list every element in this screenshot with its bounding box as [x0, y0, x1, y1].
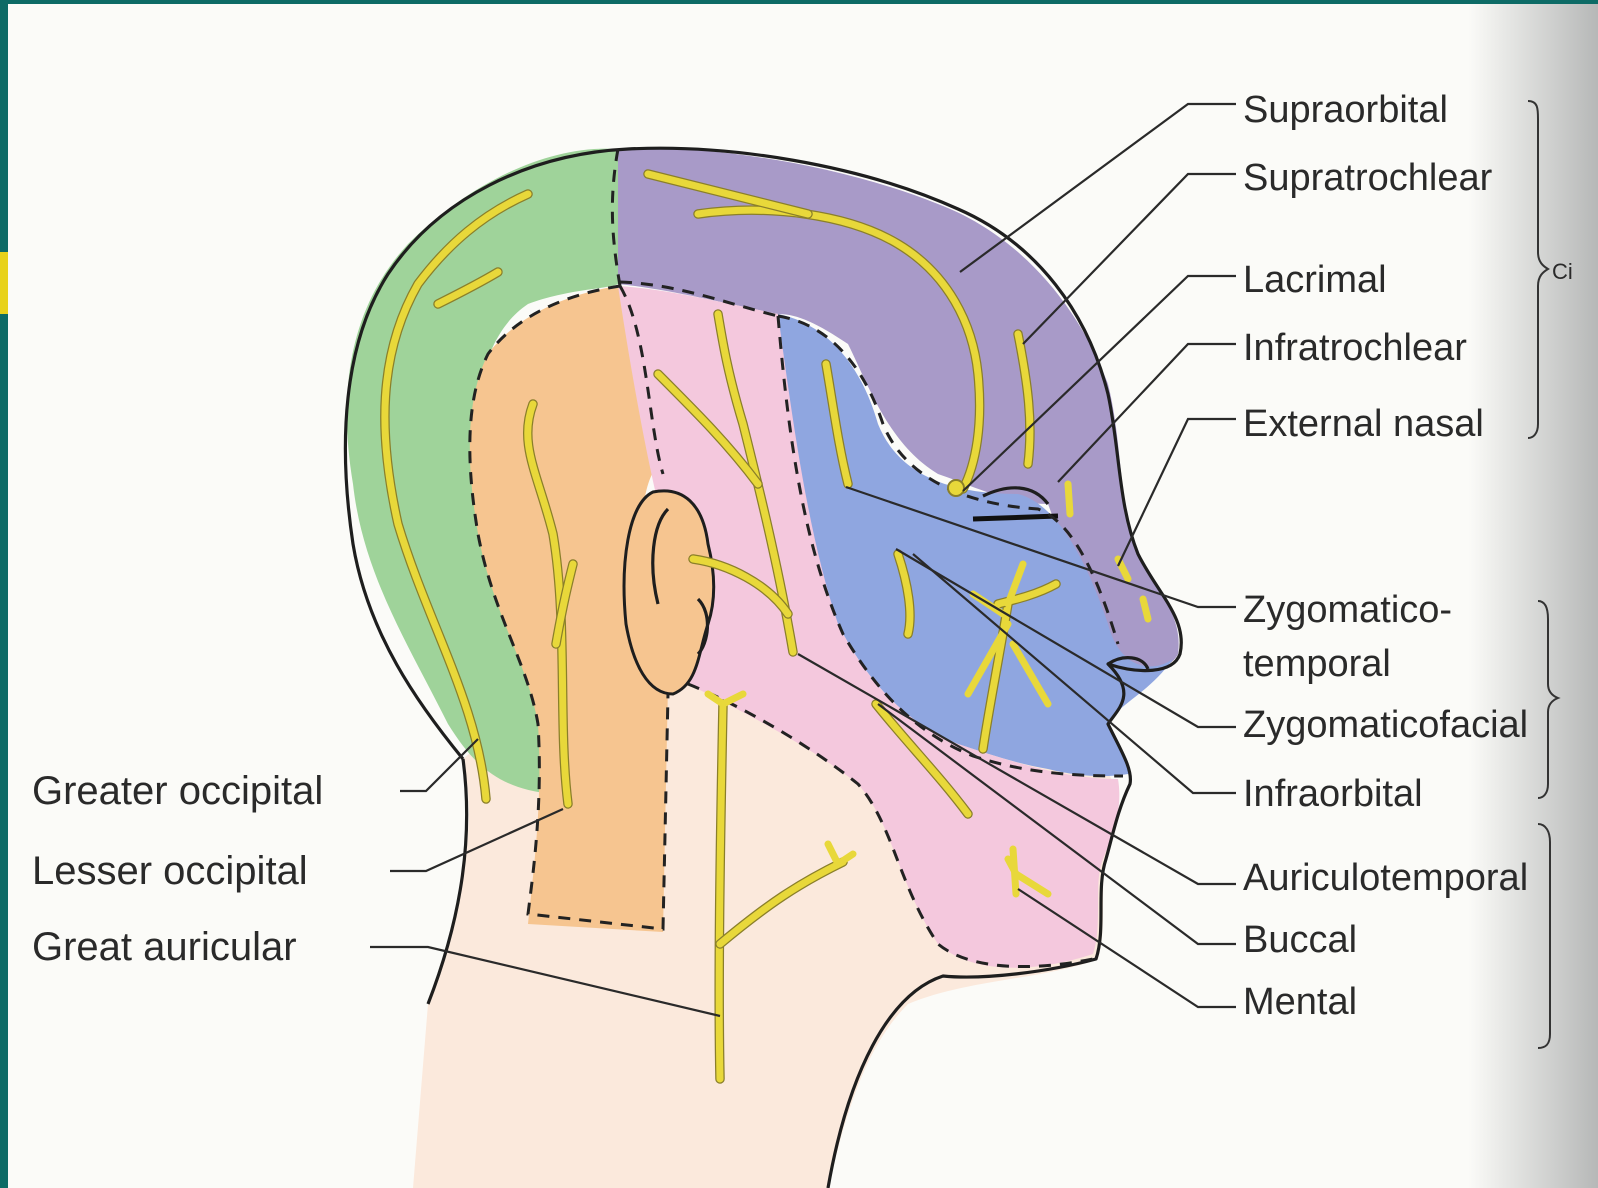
label-lesser-occipital: Lesser occipital: [32, 849, 308, 893]
label-supraorbital: Supraorbital: [1243, 89, 1448, 131]
label-auriculotemporal: Auriculotemporal: [1243, 857, 1528, 899]
label-supratrochlear: Supratrochlear: [1243, 157, 1493, 199]
nerve-group-braces: Ci: [1528, 101, 1573, 1048]
right-label-group: SupraorbitalSupratrochlearLacrimalInfrat…: [1243, 89, 1528, 1023]
label-buccal: Buccal: [1243, 919, 1357, 961]
label-greater-occipital: Greater occipital: [32, 769, 323, 813]
eyebrow: [973, 516, 1058, 519]
label-zygomatico-temporal-1: Zygomatico-: [1243, 589, 1452, 631]
label-zygomaticofacial: Zygomaticofacial: [1243, 704, 1528, 746]
label-external-nasal: External nasal: [1243, 403, 1484, 445]
label-great-auricular: Great auricular: [32, 925, 297, 969]
slide-frame-left: [0, 0, 8, 1188]
label-infratrochlear: Infratrochlear: [1243, 327, 1467, 369]
head-dermatome-diagram: Ci SupraorbitalSupratrochlearLacrimalInf…: [8, 4, 1598, 1188]
label-infraorbital: Infraorbital: [1243, 773, 1423, 815]
label-mental: Mental: [1243, 981, 1357, 1023]
slide-accent-bar: [0, 252, 8, 314]
label-lacrimal: Lacrimal: [1243, 259, 1387, 301]
brace-fragment-label: Ci: [1552, 259, 1573, 284]
label-zygomatico-temporal-2: temporal: [1243, 643, 1391, 685]
